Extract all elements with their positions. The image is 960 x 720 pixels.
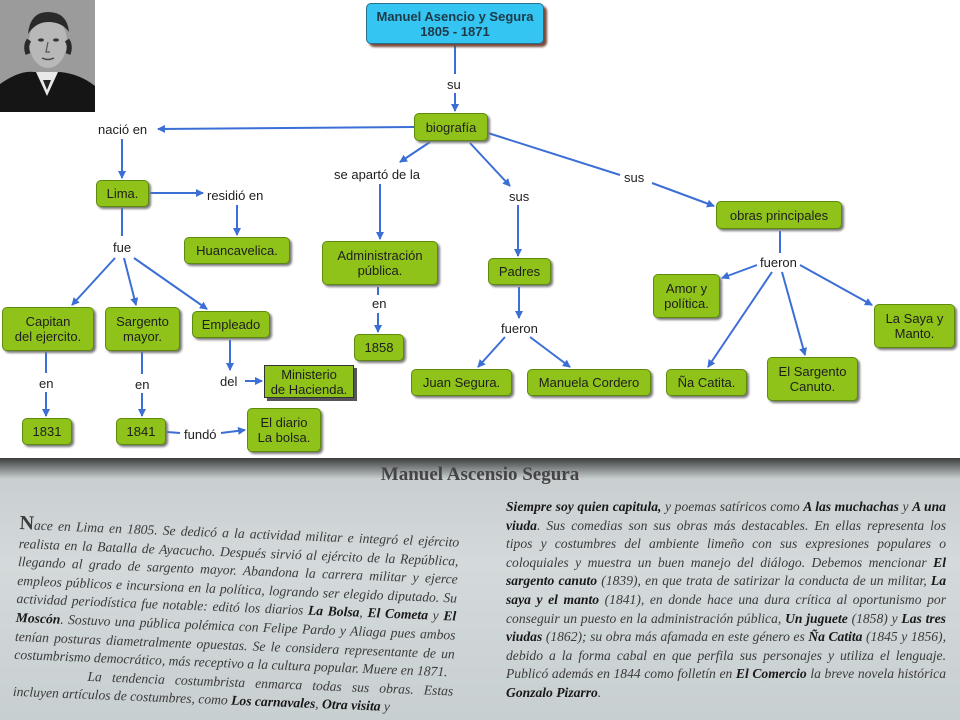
book-right-paragraph: Siempre soy quien capitula, y poemas sat… <box>506 499 947 700</box>
connector-fueron-to-manuela <box>529 336 571 368</box>
link-label-fundo: fundó <box>183 427 218 442</box>
node-saya-manto: La Saya y Manto. <box>874 304 955 348</box>
link-label-residio-en: residió en <box>206 188 265 203</box>
link-label-sus-padres: sus <box>508 189 531 204</box>
concept-map-edges <box>42 45 873 435</box>
book-page-photo: Manuel Ascensio Segura Nace en Lima en 1… <box>0 458 960 720</box>
connector-fue-to-sargento <box>123 257 139 306</box>
node-biografia: biografía <box>414 113 488 141</box>
link-label-en-1831: en <box>38 376 55 391</box>
connector-fueron-to-amor <box>721 264 758 280</box>
connector-fue-to-capitan <box>71 257 116 306</box>
link-label-del: del <box>219 374 239 389</box>
connector-sus2-to-obras <box>651 182 715 208</box>
connector-biografia-to-seaparto <box>399 141 431 163</box>
node-manuela-cordero: Manuela Cordero <box>527 369 651 396</box>
connector-biografia-to-sus1 <box>469 142 511 187</box>
node-administracion: Administración pública. <box>322 241 438 285</box>
node-huancavelica: Huancavelica. <box>184 237 290 264</box>
portrait-photo <box>0 0 95 112</box>
connector-fueron-to-juan <box>477 336 506 368</box>
node-1858: 1858 <box>354 334 404 361</box>
node-ministerio: Ministerio de Hacienda. <box>264 365 354 398</box>
connector-biografia-to-sus2 <box>487 132 621 176</box>
link-label-fue: fue <box>112 240 133 255</box>
node-capitan: Capitan del ejercito. <box>2 307 94 351</box>
node-1831: 1831 <box>22 418 72 445</box>
node-root: Manuel Asencio y Segura 1805 - 1871 <box>366 3 544 44</box>
book-left-column: Nace en Lima en 1805. Se dedicó a la act… <box>12 512 460 719</box>
node-diario: El diario La bolsa. <box>247 408 321 452</box>
node-sargento-mayor: Sargento mayor. <box>105 307 180 351</box>
link-label-en-1841: en <box>134 377 151 392</box>
link-label-fueron-padres: fueron <box>500 321 539 336</box>
link-label-se-aparto: se apartó de la <box>333 167 422 182</box>
connector-1841-to-fundo <box>166 431 181 434</box>
connector-biografia-to-nacio <box>157 124 415 133</box>
connector-fueron-to-canuto <box>781 271 807 356</box>
book-left-paragraph-1: Nace en Lima en 1805. Se dedicó a la act… <box>14 512 460 680</box>
link-label-fueron-obras: fueron <box>759 255 798 270</box>
node-sargento-canuto: El Sargento Canuto. <box>767 357 858 401</box>
node-amor-politica: Amor y política. <box>653 274 720 318</box>
connector-fueron-to-saya <box>799 264 873 306</box>
link-label-su: su <box>446 77 462 92</box>
connector-fundo-to-diario <box>220 426 246 435</box>
node-1841: 1841 <box>116 418 166 445</box>
link-label-nacio-en: nació en <box>97 122 149 137</box>
book-right-column: Siempre soy quien capitula, y poemas sat… <box>506 498 946 703</box>
node-lima: Lima. <box>96 180 149 207</box>
node-obras-principales: obras principales <box>716 201 842 229</box>
node-empleado: Empleado <box>192 311 270 338</box>
node-padres: Padres <box>488 258 551 285</box>
concept-map: Manuel Asencio y Segura 1805 - 1871 biog… <box>0 0 955 452</box>
connector-fue-to-empleado <box>133 257 208 310</box>
node-na-catita: Ña Catita. <box>666 369 747 396</box>
book-title: Manuel Ascensio Segura <box>380 464 580 485</box>
link-label-en-1858: en <box>371 296 388 311</box>
connector-fueron-to-natita <box>707 271 773 368</box>
node-juan-segura: Juan Segura. <box>411 369 512 396</box>
link-label-sus-obras: sus <box>623 170 646 185</box>
